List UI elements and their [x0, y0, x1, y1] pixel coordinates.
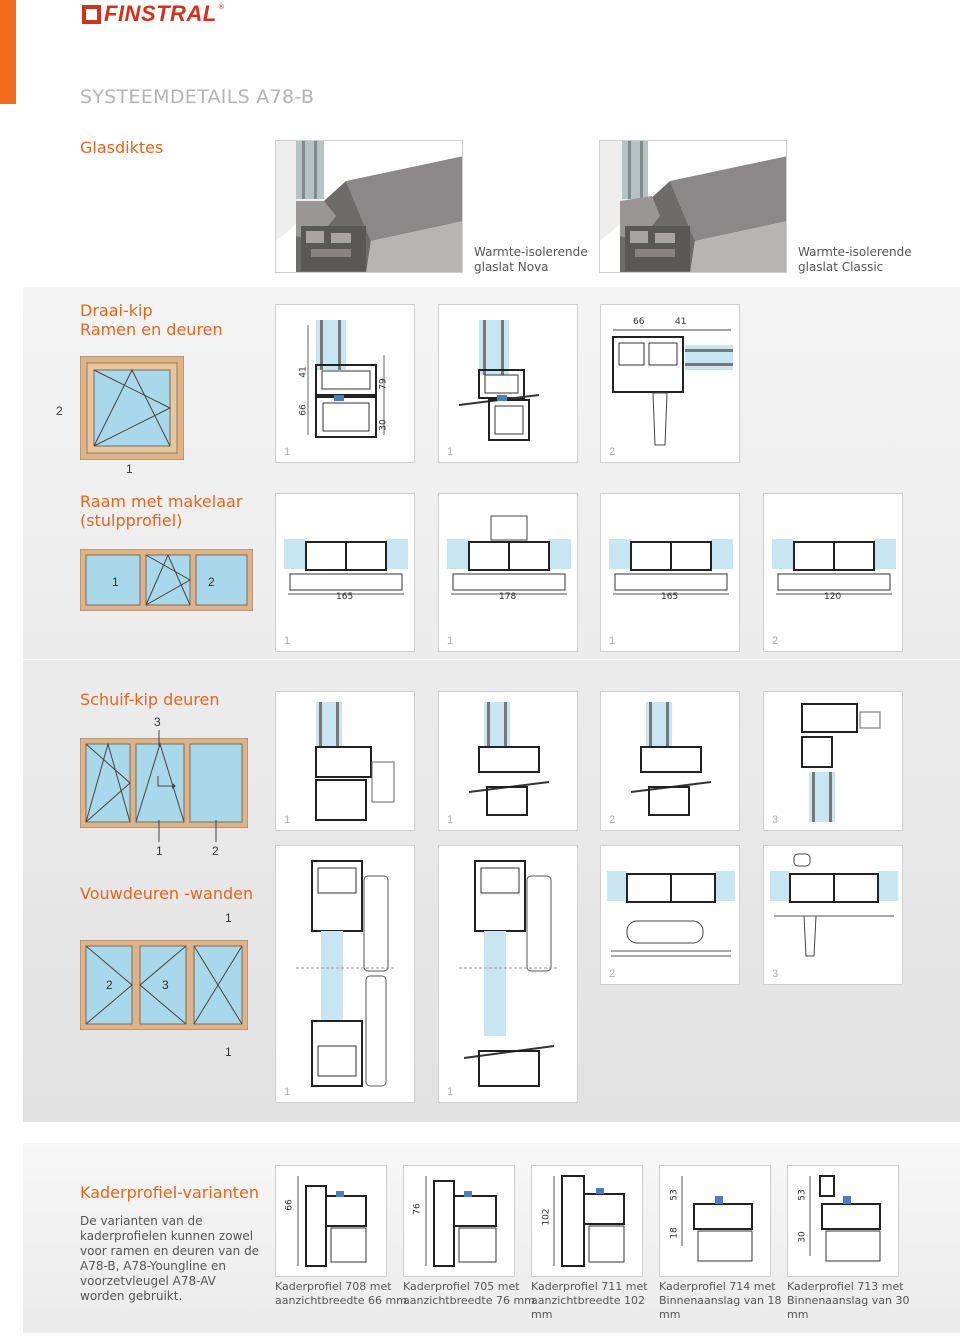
- page-title: SYSTEEMDETAILS A78-B: [80, 86, 315, 108]
- dim-41: 41: [298, 366, 309, 378]
- kaderprofiel-714-caption: Kaderprofiel 714 met Binnenaanslag van 1…: [659, 1280, 782, 1321]
- kaderprofiel-heading: Kaderprofiel-varianten: [80, 1183, 259, 1202]
- schuif-kip-label-1: 1: [156, 844, 163, 858]
- dim-165: 165: [336, 592, 354, 602]
- card-number: 3: [772, 814, 779, 826]
- dim-76: 76: [412, 1203, 423, 1215]
- vouwdeuren-label-3: 3: [162, 978, 169, 992]
- card-number: 2: [772, 635, 779, 647]
- schuif-kip-label-2: 2: [212, 844, 219, 858]
- page-number: 6: [8, 4, 17, 21]
- draai-kip-heading: Draai-kip: [80, 301, 153, 320]
- dim-18: 18: [669, 1227, 680, 1239]
- vouwdeuren-diagram: [80, 940, 248, 1030]
- makelaar-heading: Raam met makelaar: [80, 492, 243, 511]
- card-number: 2: [609, 446, 616, 458]
- glaslat-nova-photo: [275, 140, 463, 273]
- card-number: 1: [284, 446, 291, 458]
- makelaar-subheading: (stulpprofiel): [80, 511, 183, 530]
- draai-kip-section-card-1: 41 66 79 30 1: [275, 304, 415, 463]
- makelaar-section-card-1: 165 1: [275, 493, 415, 652]
- glaslat-classic-caption: Warmte-isolerende glaslat Classic: [798, 245, 912, 274]
- vouwdeuren-section-card-3: 2: [600, 845, 740, 985]
- dim-30: 30: [797, 1231, 808, 1243]
- makelaar-window-diagram: [80, 549, 253, 611]
- kaderprofiel-description: De varianten van de kaderprofielen kunne…: [80, 1214, 260, 1303]
- card-number: 1: [447, 814, 454, 826]
- schuif-kip-door-diagram: [80, 738, 248, 828]
- makelaar-section-card-2: 178 1: [438, 493, 578, 652]
- makelaar-label-2: 2: [208, 575, 215, 589]
- dim-66: 66: [298, 404, 309, 416]
- dim-41: 41: [675, 317, 687, 327]
- card-number: 1: [447, 635, 454, 647]
- kaderprofiel-714-card: 53 18: [659, 1165, 771, 1277]
- vouwdeuren-section-card-2: 1: [438, 845, 578, 1103]
- vouwdeuren-label-2: 2: [106, 978, 113, 992]
- dim-165: 165: [661, 592, 679, 602]
- page-tab-marker: [0, 0, 16, 104]
- makelaar-section-card-4: 120 2: [763, 493, 903, 652]
- dim-178: 178: [499, 592, 517, 602]
- card-number: 3: [772, 968, 779, 980]
- dim-66: 66: [284, 1199, 295, 1211]
- draai-kip-window-diagram: [80, 356, 184, 460]
- card-number: 1: [447, 446, 454, 458]
- draai-kip-section-card-2: 1: [438, 304, 578, 463]
- card-number: 2: [609, 968, 616, 980]
- logo-square-icon: [82, 4, 101, 24]
- card-number: 1: [284, 1086, 291, 1098]
- glaslat-classic-photo: [599, 140, 787, 273]
- draai-kip-label-1: 1: [126, 462, 133, 476]
- kaderprofiel-705-caption: Kaderprofiel 705 met aanzichtbreedte 76 …: [403, 1280, 535, 1307]
- schuif-kip-leader-lines: [158, 730, 217, 842]
- kaderprofiel-713-card: 53 30: [787, 1165, 899, 1277]
- glass-heading: Glasdiktes: [80, 138, 164, 157]
- dim-53: 53: [797, 1189, 808, 1201]
- kaderprofiel-708-caption: Kaderprofiel 708 met aanzichtbreedte 66 …: [275, 1280, 407, 1307]
- dim-53: 53: [669, 1189, 680, 1201]
- dim-102: 102: [541, 1208, 552, 1226]
- schuif-kip-section-card-1: 1: [275, 691, 415, 831]
- vouwdeuren-label-1-top: 1: [225, 911, 232, 925]
- schuif-kip-label-3: 3: [154, 715, 161, 729]
- dim-120: 120: [824, 592, 842, 602]
- draai-kip-subheading: Ramen en deuren: [80, 320, 223, 339]
- panel-divider: [23, 659, 960, 660]
- vouwdeuren-section-card-1: 1: [275, 845, 415, 1103]
- kaderprofiel-711-caption: Kaderprofiel 711 met aanzichtbreedte 102…: [531, 1280, 648, 1321]
- vouwdeuren-label-1-bottom: 1: [225, 1045, 232, 1059]
- card-number: 1: [284, 814, 291, 826]
- card-number: 2: [609, 814, 616, 826]
- schuif-kip-section-card-4: 3: [763, 691, 903, 831]
- dim-79: 79: [378, 378, 389, 390]
- makelaar-section-card-3: 165 1: [600, 493, 740, 652]
- card-number: 1: [609, 635, 616, 647]
- kaderprofiel-711-card: 102: [531, 1165, 643, 1277]
- logo-text: FINSTRAL: [104, 1, 217, 26]
- glaslat-nova-caption: Warmte-isolerende glaslat Nova: [474, 245, 588, 274]
- dim-30: 30: [378, 419, 389, 431]
- kaderprofiel-708-card: 66: [275, 1165, 387, 1277]
- draai-kip-section-card-3: 66 41 2: [600, 304, 740, 463]
- schuif-kip-section-card-3: 2: [600, 691, 740, 831]
- card-number: 1: [284, 635, 291, 647]
- dim-66: 66: [633, 317, 645, 327]
- finstral-logo: FINSTRAL ®: [82, 3, 225, 25]
- vouwdeuren-heading: Vouwdeuren -wanden: [80, 884, 254, 903]
- schuif-kip-section-card-2: 1: [438, 691, 578, 831]
- card-number: 1: [447, 1086, 454, 1098]
- schuif-kip-heading: Schuif-kip deuren: [80, 690, 220, 709]
- makelaar-label-1: 1: [112, 575, 119, 589]
- draai-kip-label-2: 2: [56, 404, 63, 418]
- vouwdeuren-section-card-4: 3: [763, 845, 903, 985]
- kaderprofiel-713-caption: Kaderprofiel 713 met Binnenaanslag van 3…: [787, 1280, 910, 1321]
- kaderprofiel-705-card: 76: [403, 1165, 515, 1277]
- logo-registered-mark: ®: [217, 3, 225, 11]
